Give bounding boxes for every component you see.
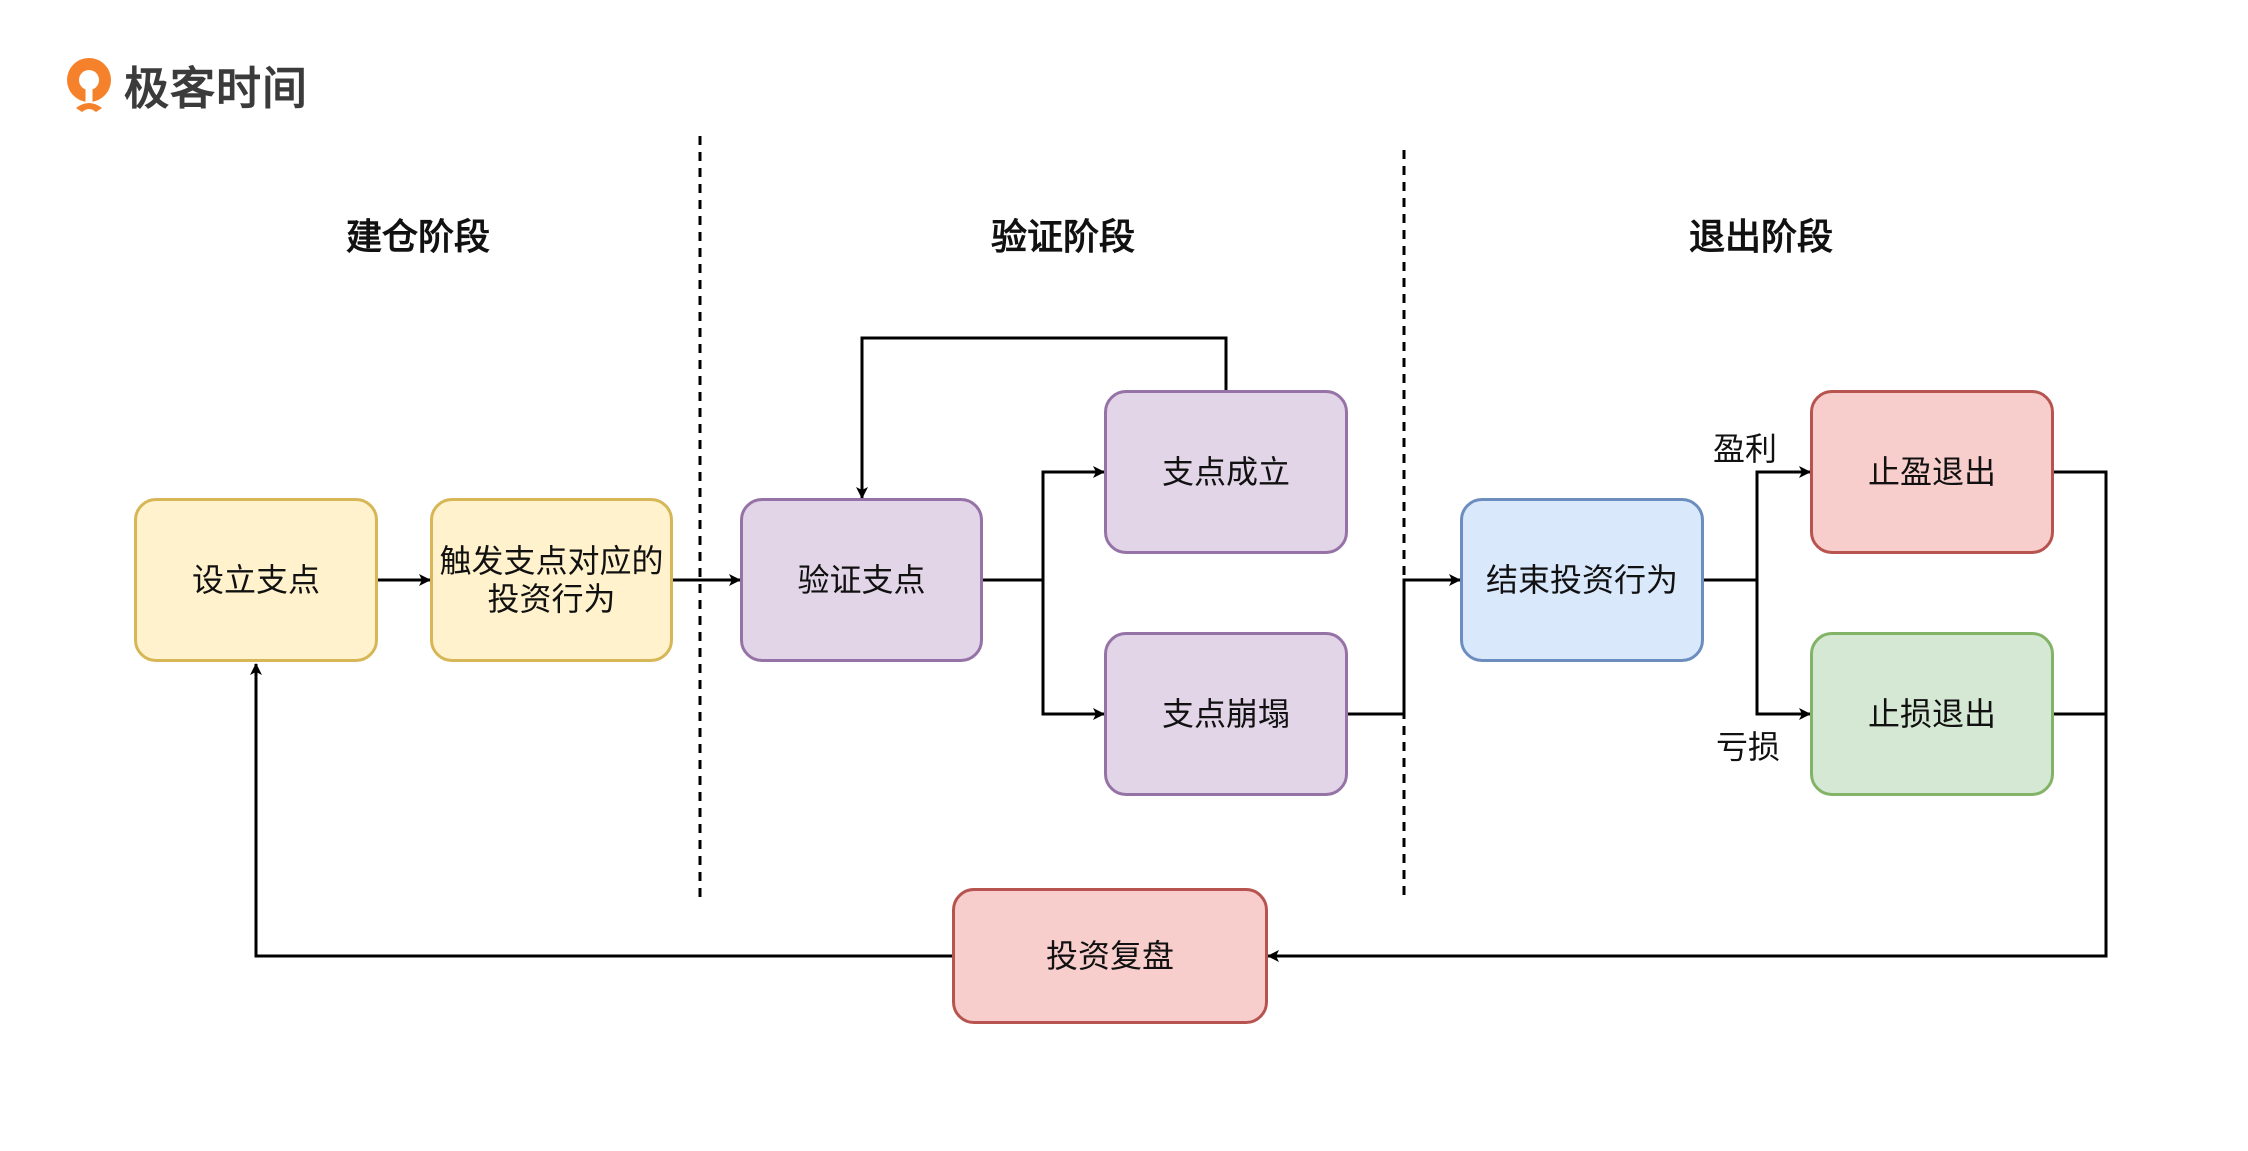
edge-label-loss: 亏损 bbox=[1716, 728, 1781, 766]
node-stop-loss-exit: 止损退出 bbox=[1810, 632, 2054, 796]
node-investment-review: 投资复盘 bbox=[952, 888, 1268, 1024]
edge-end-to-loss bbox=[1755, 580, 1811, 720]
node-stop-loss-exit-label: 止损退出 bbox=[1867, 695, 1996, 733]
edge-end-to-profit bbox=[1704, 466, 1811, 582]
node-pivot-established-label: 支点成立 bbox=[1161, 453, 1290, 491]
phase-title-exit: 退出阶段 bbox=[1688, 217, 1834, 258]
node-take-profit-exit-label: 止盈退出 bbox=[1867, 453, 1996, 491]
node-pivot-collapsed-label: 支点崩塌 bbox=[1161, 695, 1290, 733]
edge-verify-to-collapsed bbox=[1041, 580, 1105, 720]
node-investment-review-label: 投资复盘 bbox=[1045, 937, 1174, 975]
node-trigger-action: 触发支点对应的 投资行为 bbox=[430, 498, 673, 662]
edge-established-loop-back bbox=[856, 336, 1228, 499]
brand-name: 极客时间 bbox=[124, 61, 309, 115]
phase-title-verify: 验证阶段 bbox=[990, 217, 1136, 258]
node-set-pivot: 设立支点 bbox=[134, 498, 378, 662]
edge-collapsed-to-end bbox=[1348, 574, 1461, 716]
edge-verify-to-established bbox=[983, 466, 1105, 582]
geektime-logo-icon bbox=[67, 58, 111, 112]
node-pivot-established: 支点成立 bbox=[1104, 390, 1348, 554]
edge-review-to-set bbox=[250, 663, 952, 958]
brand-logo: 极客时间 bbox=[62, 52, 308, 116]
node-verify-pivot-label: 验证支点 bbox=[797, 561, 926, 599]
node-set-pivot-label: 设立支点 bbox=[191, 561, 320, 599]
node-pivot-collapsed: 支点崩塌 bbox=[1104, 632, 1348, 796]
edge-label-profit: 盈利 bbox=[1713, 430, 1778, 468]
node-take-profit-exit: 止盈退出 bbox=[1810, 390, 2054, 554]
node-verify-pivot: 验证支点 bbox=[740, 498, 983, 662]
node-trigger-action-line2: 投资行为 bbox=[487, 580, 616, 618]
node-trigger-action-line1: 触发支点对应的 bbox=[439, 542, 664, 580]
phase-title-build: 建仓阶段 bbox=[345, 217, 491, 258]
node-end-investment: 结束投资行为 bbox=[1460, 498, 1704, 662]
node-end-investment-label: 结束投资行为 bbox=[1485, 561, 1678, 599]
